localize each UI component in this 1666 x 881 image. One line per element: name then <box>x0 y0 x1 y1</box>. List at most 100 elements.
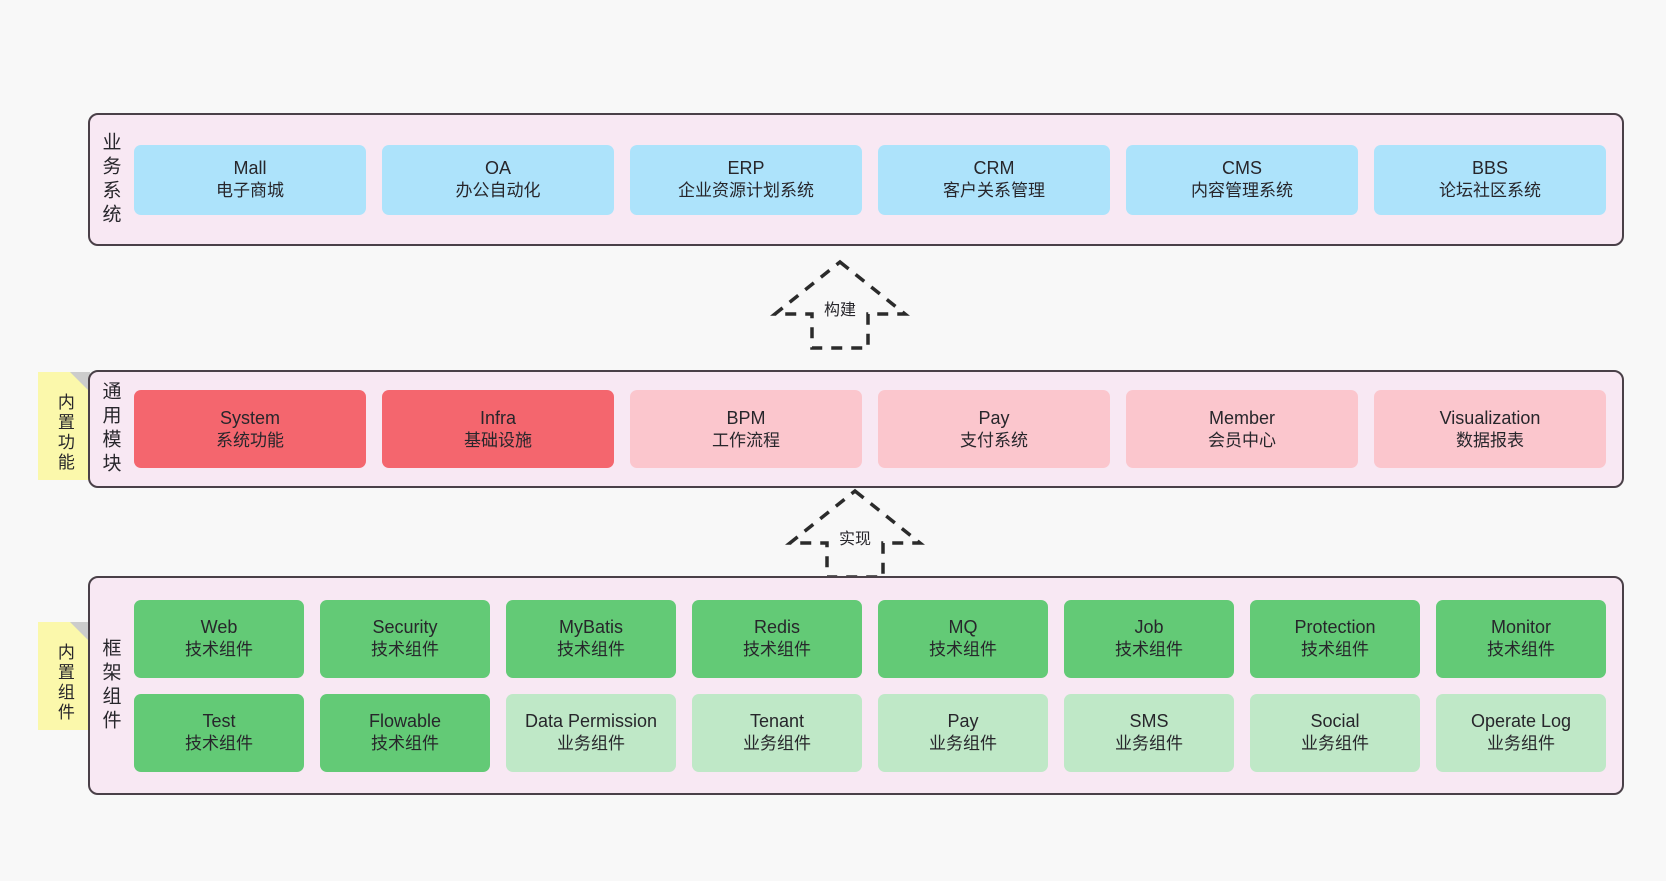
common-item-desc: 系统功能 <box>216 430 284 450</box>
framework-item-desc: 技术组件 <box>929 640 997 660</box>
layer-common-title: 通用模块 <box>99 381 121 477</box>
business-item-cms[interactable]: CMS 内容管理系统 <box>1126 144 1358 215</box>
framework-item-desc: 技术组件 <box>1115 640 1183 660</box>
framework-item-name: SMS <box>1129 711 1169 732</box>
framework-item-desc: 技术组件 <box>743 640 811 660</box>
framework-item-web[interactable]: Web 技术组件 <box>134 599 304 678</box>
common-item-desc: 工作流程 <box>712 430 780 450</box>
common-item-name: Visualization <box>1439 407 1541 428</box>
framework-item-job[interactable]: Job 技术组件 <box>1064 599 1234 678</box>
framework-item-test[interactable]: Test 技术组件 <box>134 693 304 772</box>
business-item-desc: 客户关系管理 <box>943 181 1045 201</box>
framework-item-name: Social <box>1310 711 1360 732</box>
framework-item-redis[interactable]: Redis 技术组件 <box>692 599 862 678</box>
layer-business-systems: 业务系统 Mall 电子商城 OA 办公自动化 ERP 企业资源计划系统 CRM… <box>88 113 1624 246</box>
business-item-desc: 内容管理系统 <box>1191 181 1293 201</box>
framework-item-mybatis[interactable]: MyBatis 技术组件 <box>506 599 676 678</box>
business-item-name: ERP <box>727 158 765 179</box>
framework-item-pay[interactable]: Pay 业务组件 <box>878 693 1048 772</box>
business-items-row: Mall 电子商城 OA 办公自动化 ERP 企业资源计划系统 CRM 客户关系… <box>134 144 1606 215</box>
connector-realize-arrow: 实现 <box>780 487 930 579</box>
framework-item-name: MyBatis <box>558 617 623 638</box>
framework-item-desc: 技术组件 <box>557 640 625 660</box>
framework-item-desc: 业务组件 <box>1115 734 1183 754</box>
connector-build-label: 构建 <box>823 302 856 319</box>
framework-item-desc: 技术组件 <box>371 734 439 754</box>
common-items-row: System 系统功能 Infra 基础设施 BPM 工作流程 Pay 支付系统… <box>134 390 1606 468</box>
common-item-visualization[interactable]: Visualization 数据报表 <box>1374 390 1606 468</box>
framework-item-name: Security <box>372 617 438 638</box>
framework-item-monitor[interactable]: Monitor 技术组件 <box>1436 599 1606 678</box>
common-item-desc: 支付系统 <box>960 430 1028 450</box>
framework-item-desc: 技术组件 <box>1301 640 1369 660</box>
framework-item-social[interactable]: Social 业务组件 <box>1250 693 1420 772</box>
framework-item-flowable[interactable]: Flowable 技术组件 <box>320 693 490 772</box>
framework-item-desc: 业务组件 <box>557 734 625 754</box>
common-item-system[interactable]: System 系统功能 <box>134 390 366 468</box>
layer-common-body: System 系统功能 Infra 基础设施 BPM 工作流程 Pay 支付系统… <box>130 372 1622 486</box>
common-item-name: Pay <box>978 407 1010 428</box>
framework-item-name: Monitor <box>1490 617 1552 638</box>
business-item-crm[interactable]: CRM 客户关系管理 <box>878 144 1110 215</box>
business-item-erp[interactable]: ERP 企业资源计划系统 <box>630 144 862 215</box>
note-builtin-features-label: 内置功能 <box>54 393 74 473</box>
framework-item-data-permission[interactable]: Data Permission 业务组件 <box>506 693 676 772</box>
common-item-name: Member <box>1208 407 1275 428</box>
framework-tech-row: Web 技术组件 Security 技术组件 MyBatis 技术组件 Redi… <box>134 599 1606 678</box>
note-builtin-features: 内置功能 <box>38 372 90 480</box>
business-item-desc: 办公自动化 <box>455 181 541 201</box>
note-fold-corner-icon <box>70 372 90 392</box>
common-item-name: Infra <box>479 407 517 428</box>
framework-item-name: Job <box>1134 617 1164 638</box>
business-item-name: CMS <box>1222 158 1262 179</box>
note-builtin-components-label: 内置组件 <box>54 643 74 723</box>
common-item-infra[interactable]: Infra 基础设施 <box>382 390 614 468</box>
framework-item-operate-log[interactable]: Operate Log 业务组件 <box>1436 693 1606 772</box>
framework-item-mq[interactable]: MQ 技术组件 <box>878 599 1048 678</box>
common-item-name: System <box>219 407 280 428</box>
layer-common-modules: 通用模块 System 系统功能 Infra 基础设施 BPM 工作流程 Pay… <box>88 370 1624 488</box>
layer-framework-components: 框架组件 Web 技术组件 Security 技术组件 MyBatis 技术组件… <box>88 576 1624 795</box>
common-item-pay[interactable]: Pay 支付系统 <box>878 390 1110 468</box>
framework-item-desc: 业务组件 <box>929 734 997 754</box>
framework-item-name: Tenant <box>749 711 805 732</box>
framework-item-name: Flowable <box>368 711 442 732</box>
framework-item-name: Web <box>200 617 238 638</box>
note-builtin-components: 内置组件 <box>38 622 90 730</box>
framework-item-tenant[interactable]: Tenant 业务组件 <box>692 693 862 772</box>
framework-item-name: Test <box>202 711 236 732</box>
framework-item-sms[interactable]: SMS 业务组件 <box>1064 693 1234 772</box>
framework-item-desc: 技术组件 <box>185 640 253 660</box>
framework-item-name: Pay <box>947 711 979 732</box>
common-item-bpm[interactable]: BPM 工作流程 <box>630 390 862 468</box>
business-item-name: OA <box>484 158 511 179</box>
note-fold-corner-icon <box>70 622 90 642</box>
framework-item-protection[interactable]: Protection 技术组件 <box>1250 599 1420 678</box>
business-item-name: CRM <box>973 158 1015 179</box>
layer-business-title: 业务系统 <box>99 131 121 228</box>
framework-item-desc: 技术组件 <box>185 734 253 754</box>
business-item-oa[interactable]: OA 办公自动化 <box>382 144 614 215</box>
framework-item-desc: 业务组件 <box>1487 734 1555 754</box>
layer-business-body: Mall 电子商城 OA 办公自动化 ERP 企业资源计划系统 CRM 客户关系… <box>130 115 1622 244</box>
common-item-member[interactable]: Member 会员中心 <box>1126 390 1358 468</box>
layer-framework-body: Web 技术组件 Security 技术组件 MyBatis 技术组件 Redi… <box>130 578 1622 793</box>
business-item-name: BBS <box>1471 158 1509 179</box>
business-item-desc: 电子商城 <box>216 181 284 201</box>
framework-business-row: Test 技术组件 Flowable 技术组件 Data Permission … <box>134 693 1606 772</box>
framework-item-name: Operate Log <box>1470 711 1572 732</box>
framework-item-security[interactable]: Security 技术组件 <box>320 599 490 678</box>
framework-item-desc: 技术组件 <box>371 640 439 660</box>
business-item-bbs[interactable]: BBS 论坛社区系统 <box>1374 144 1606 215</box>
business-item-mall[interactable]: Mall 电子商城 <box>134 144 366 215</box>
common-item-desc: 数据报表 <box>1456 430 1524 450</box>
framework-item-desc: 业务组件 <box>743 734 811 754</box>
framework-item-name: Redis <box>753 617 801 638</box>
framework-item-desc: 技术组件 <box>1487 640 1555 660</box>
business-item-name: Mall <box>233 158 267 179</box>
framework-item-name: Data Permission <box>524 711 658 732</box>
layer-framework-title: 框架组件 <box>99 637 121 734</box>
framework-item-desc: 业务组件 <box>1301 734 1369 754</box>
common-item-desc: 会员中心 <box>1208 430 1276 450</box>
